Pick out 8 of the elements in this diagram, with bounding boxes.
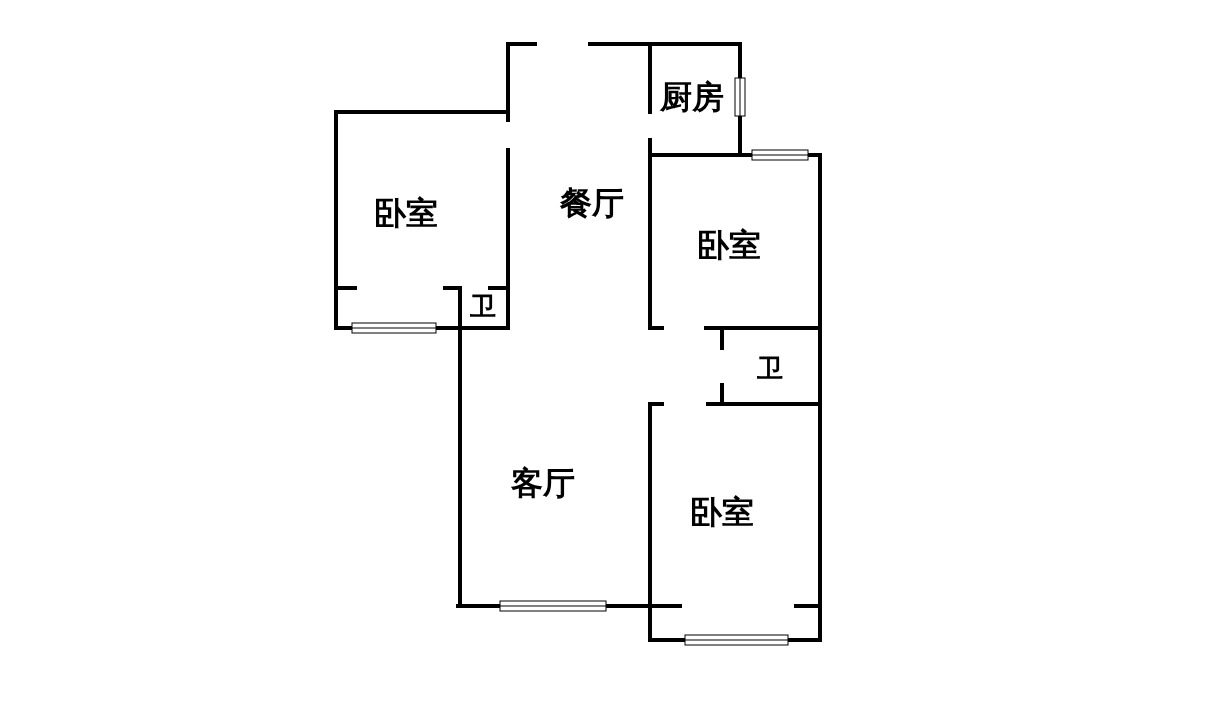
room-name: 卫	[470, 293, 496, 319]
room-name: 卧室	[374, 197, 438, 229]
room-name: 餐厅	[560, 187, 624, 219]
room-name: 卧室	[697, 229, 761, 261]
room-name: 厨房	[660, 81, 724, 113]
room-name: 卫	[757, 355, 783, 381]
room-name: 客厅	[511, 467, 575, 499]
room-name: 卧室	[690, 496, 754, 528]
